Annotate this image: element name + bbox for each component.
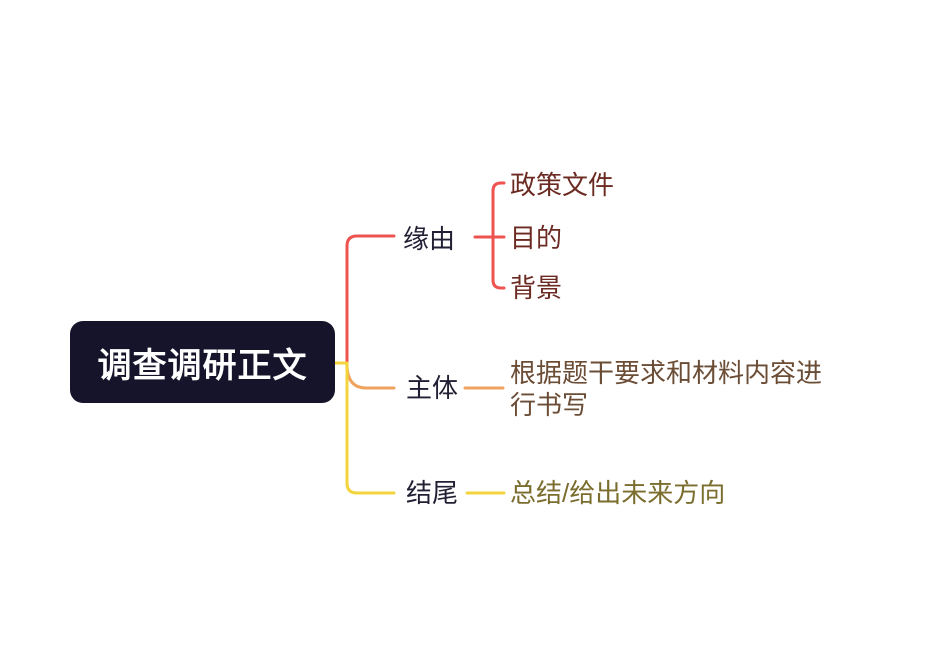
root-node[interactable]: 调查调研正文 <box>70 321 335 403</box>
branch-node-body[interactable]: 主体 <box>406 373 459 403</box>
child-node-background[interactable]: 背景 <box>510 273 563 303</box>
body-branch-connector <box>345 362 396 390</box>
branch-node-origin[interactable]: 缘由 <box>403 224 456 254</box>
child-node-purpose[interactable]: 目的 <box>510 223 563 253</box>
child-node-ending-summary[interactable]: 总结/给出未来方向 <box>510 478 726 508</box>
ending-branch-connector <box>331 361 396 495</box>
origin-children-bracket <box>491 181 506 290</box>
child-node-policy-document[interactable]: 政策文件 <box>510 170 615 200</box>
origin-branch-connector <box>345 234 396 366</box>
root-node-label: 调查调研正文 <box>97 346 308 385</box>
child-node-body-writing-guide[interactable]: 根据题干要求和材料内容进行书写 <box>510 358 823 420</box>
branch-node-ending[interactable]: 结尾 <box>406 478 459 508</box>
